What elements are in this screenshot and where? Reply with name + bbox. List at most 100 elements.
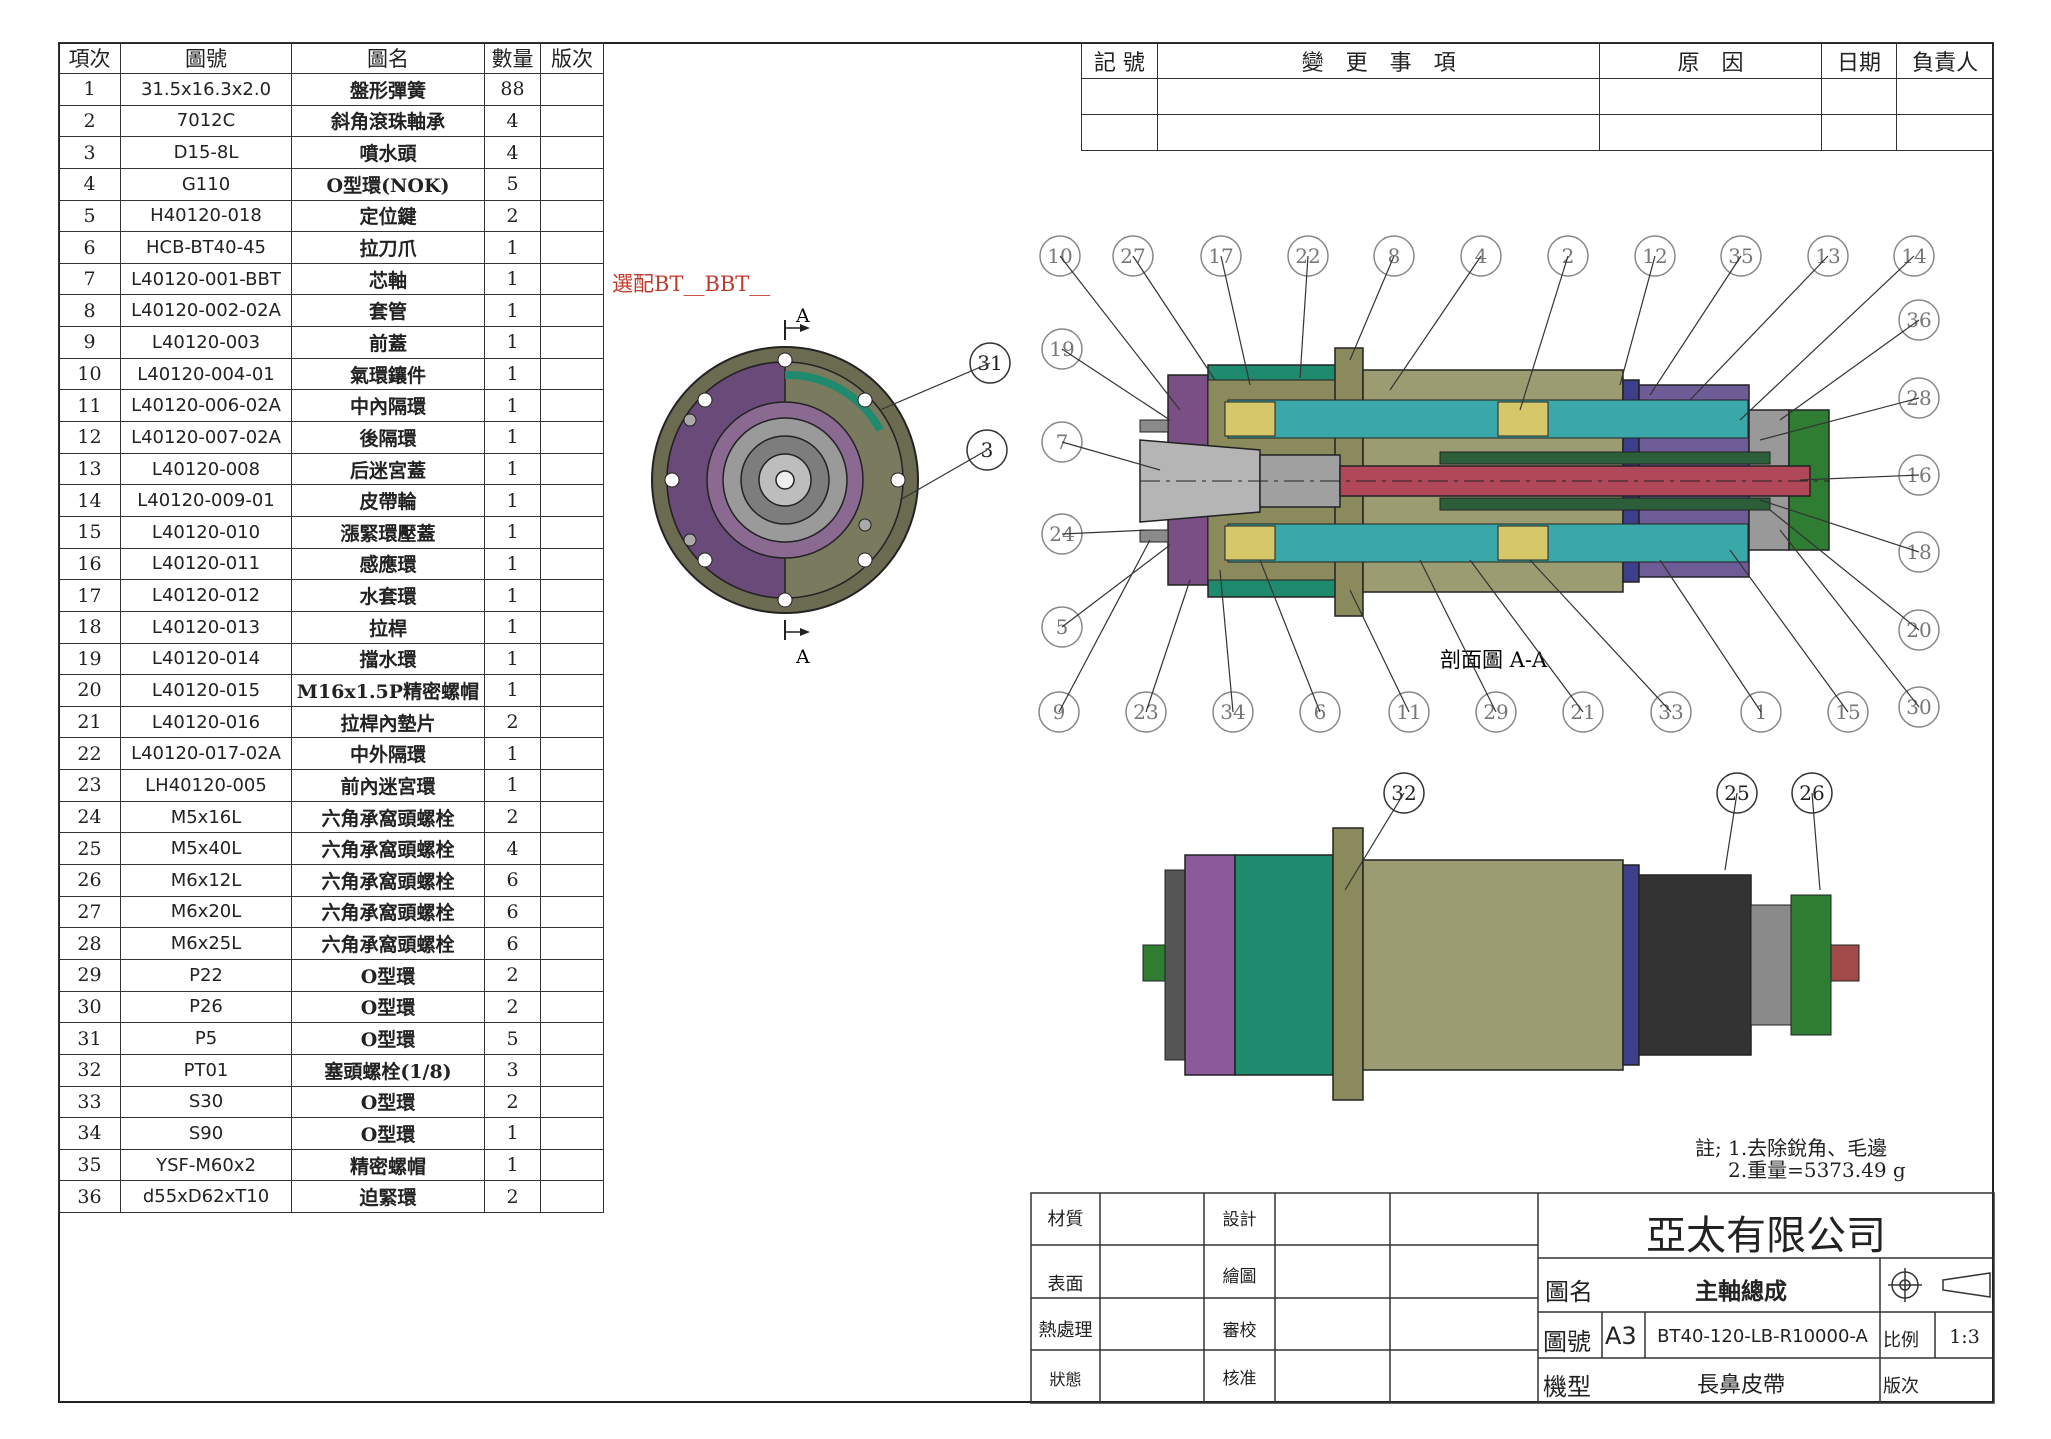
bom-item-no: 12 — [58, 421, 121, 454]
rev-header-owner: 負責人 — [1896, 42, 1994, 79]
draw-label: 繪圖 — [1222, 1267, 1257, 1287]
bom-part-name: 感應環 — [291, 547, 485, 581]
bom-item-no: 23 — [58, 769, 121, 802]
bom-quantity: 1 — [484, 231, 541, 264]
rev-header-change: 變 更 事 項 — [1156, 42, 1601, 79]
balloon-4: 4 — [1460, 235, 1502, 277]
bom-quantity: 1 — [484, 452, 541, 486]
balloon-8: 8 — [1373, 235, 1415, 277]
approve-label: 核准 — [1222, 1369, 1257, 1389]
leader-line — [899, 449, 988, 501]
balloon-circle — [1373, 235, 1415, 277]
bom-item-no: 30 — [58, 990, 121, 1024]
bom-item-no: 31 — [58, 1022, 121, 1055]
bom-quantity: 2 — [484, 1085, 541, 1119]
bom-quantity: 1 — [484, 547, 541, 581]
bom-part-number: L40120-004-01 — [120, 357, 292, 391]
bom-part-name: 塞頭螺栓(1/8) — [291, 1053, 485, 1087]
bom-quantity: 88 — [484, 73, 541, 106]
section-mark-top: A — [795, 305, 810, 327]
bom-version — [540, 515, 604, 549]
leader-layer — [879, 255, 1920, 891]
bom-part-name: 噴水頭 — [291, 136, 485, 169]
balloon-circle — [1112, 235, 1154, 277]
leader-line — [1220, 255, 1251, 386]
bom-version — [540, 769, 604, 802]
bom-part-name: 拉桿內墊片 — [291, 705, 485, 739]
balloon-label: 27 — [1120, 244, 1145, 268]
bom-header-name: 圖名 — [291, 42, 485, 74]
bom-part-name: 後隔環 — [291, 421, 485, 454]
number-label: 圖號 — [1543, 1328, 1591, 1356]
leader-line — [1058, 539, 1151, 713]
leader-line — [1529, 559, 1672, 713]
rev-cell — [1156, 114, 1601, 151]
bom-header-row: 項次 圖號 圖名 數量 版次 — [58, 42, 604, 74]
bom-item-no: 20 — [58, 674, 121, 707]
bom-part-name: 六角承窩頭螺栓 — [291, 800, 485, 834]
leader-line — [1061, 529, 1151, 535]
leader-line — [1132, 255, 1216, 381]
bom-quantity: 5 — [484, 1022, 541, 1055]
bom-quantity: 1 — [484, 769, 541, 802]
leader-line — [1219, 569, 1234, 713]
rev-cell — [1896, 78, 1994, 115]
leader-line — [1689, 255, 1829, 401]
leader-line — [1779, 529, 1920, 708]
bom-part-name: 中內隔環 — [291, 389, 485, 423]
bom-part-number: M5x16L — [120, 800, 292, 834]
bom-part-number: 7012C — [120, 104, 292, 138]
bom-version — [540, 1180, 604, 1214]
balloon-10: 10 — [1039, 235, 1081, 277]
bom-quantity: 1 — [484, 1148, 541, 1182]
bom-version — [540, 484, 604, 517]
leader-line — [1759, 499, 1920, 553]
bom-quantity: 1 — [484, 262, 541, 296]
bom-part-number: L40120-017-02A — [120, 737, 292, 771]
bom-version — [540, 927, 604, 960]
bom-quantity: 1 — [484, 326, 541, 359]
bom-part-number: L40120-015 — [120, 674, 292, 707]
bom-quantity: 1 — [484, 642, 541, 676]
bom-item-no: 17 — [58, 579, 121, 612]
bom-part-number: L40120-009-01 — [120, 484, 292, 517]
bom-item-no: 25 — [58, 832, 121, 866]
section-label: 剖面圖 A-A — [1440, 648, 1548, 672]
bom-part-name: O型環 — [291, 1085, 485, 1119]
note-line-1: 註; 1.去除銳角、毛邊 — [1695, 1136, 1888, 1160]
bom-item-no: 9 — [58, 326, 121, 359]
leader-line — [1724, 792, 1738, 871]
rev-header-mark: 記 號 — [1081, 42, 1158, 79]
bom-version — [540, 958, 604, 992]
bom-part-number: L40120-007-02A — [120, 421, 292, 454]
leader-line — [1061, 441, 1161, 471]
bom-version — [540, 326, 604, 359]
leader-line — [1659, 559, 1762, 713]
bom-part-name: 斜角滾珠軸承 — [291, 104, 485, 138]
leader-line — [1469, 559, 1584, 713]
balloon-circle — [1460, 235, 1502, 277]
bom-version — [540, 73, 604, 106]
bom-part-name: O型環 — [291, 1117, 485, 1150]
version-label: 版次 — [1883, 1376, 1919, 1397]
bom-item-no: 29 — [58, 958, 121, 992]
scale-label: 比例 — [1883, 1330, 1919, 1351]
leader-line — [1349, 589, 1410, 713]
leader-line — [1419, 559, 1497, 713]
leader-line — [1739, 255, 1915, 421]
bom-part-name: O型環 — [291, 990, 485, 1024]
bom-item-no: 36 — [58, 1180, 121, 1214]
